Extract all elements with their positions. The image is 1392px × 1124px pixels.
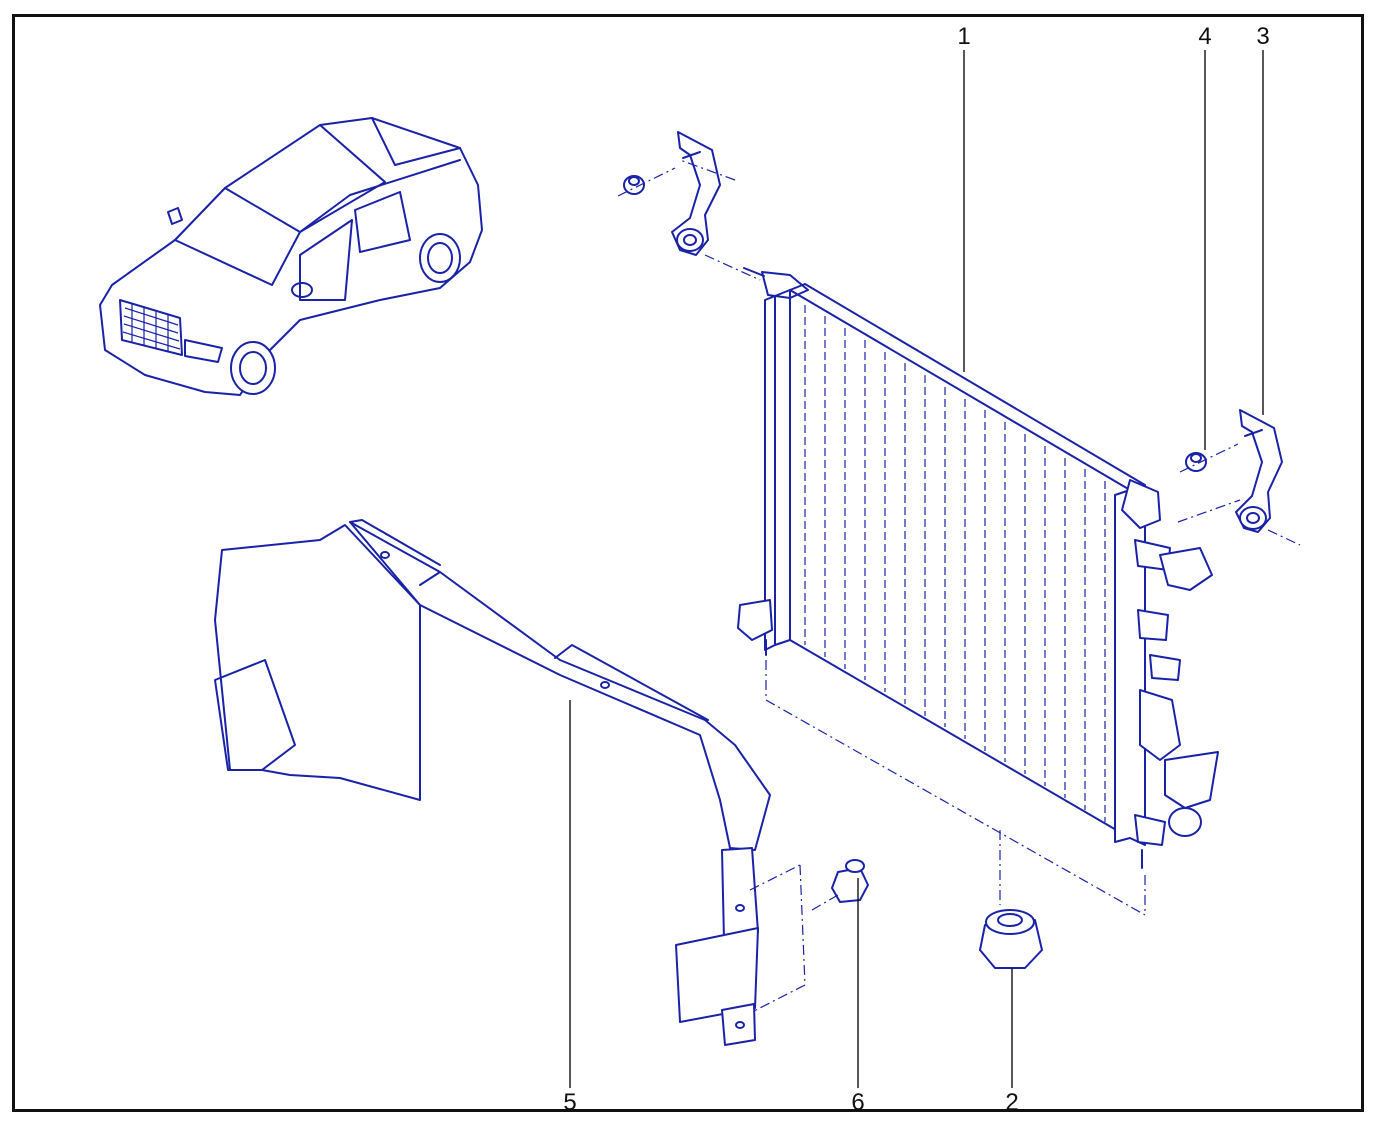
- rubber-mount: [979, 909, 1043, 969]
- callout-labels: 1 2 3 4 5 6: [563, 23, 1269, 1116]
- callout-2: 2: [1005, 1089, 1018, 1116]
- air-deflector: [214, 519, 806, 1046]
- radiator-core-fins: [804, 305, 1106, 822]
- upper-right-bracket: [1177, 409, 1301, 546]
- callout-1: 1: [957, 23, 970, 50]
- car-thumbnail: [99, 117, 483, 396]
- callout-6: 6: [851, 1089, 864, 1116]
- callout-4: 4: [1198, 23, 1211, 50]
- upper-left-bracket: [617, 131, 761, 281]
- callout-leaders: [569, 50, 1264, 1088]
- radiator: [737, 267, 1219, 916]
- callout-3: 3: [1256, 23, 1269, 50]
- fastener-clip: [811, 859, 869, 911]
- callout-5: 5: [563, 1089, 576, 1116]
- car-grille-icon: [122, 303, 181, 352]
